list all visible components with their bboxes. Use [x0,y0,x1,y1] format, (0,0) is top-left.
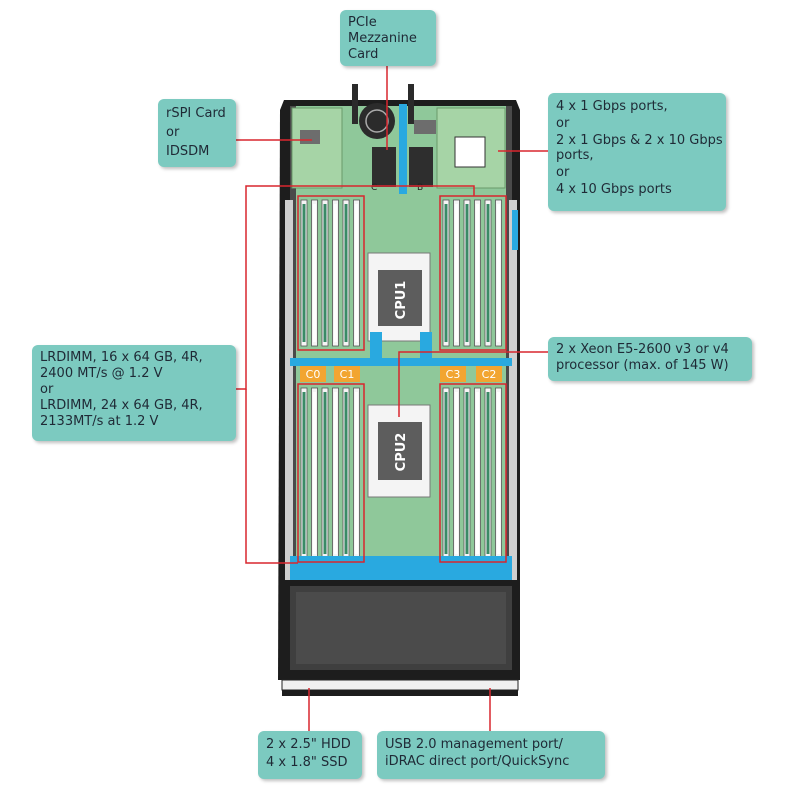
dimm-slot-contact [355,204,358,342]
dell-logo-badge [359,103,395,139]
channel-c0-badge [300,366,326,382]
callout-memory: LRDIMM, 16 x 64 GB, 4R, 2400 MT/s @ 1.2 … [32,345,236,441]
channel-c0-label: C0 [306,368,321,381]
cpu1-socket [378,270,422,326]
leader-memory-bottom [245,389,298,564]
callout-network-line-6: 4 x 10 Gbps ports [556,182,672,197]
callout-network-line-4: ports, [556,148,594,163]
callout-processor-line-2: processor (max. of 145 W) [556,358,729,373]
mezz-handle-right [408,84,414,124]
dimm-slot-contact [465,392,469,554]
mezz-handle-left [352,84,358,124]
mezz-blue-bar [399,104,407,194]
dimm-slot-contact [344,392,348,554]
channel-c1-badge [334,366,360,382]
drive-bay-inner [296,592,506,664]
callout-processor: 2 x Xeon E5-2600 v3 or v4 processor (max… [548,337,752,381]
callout-usb: USB 2.0 management port/ iDRAC direct po… [377,731,605,779]
left-rail [285,200,293,580]
dimm-slot-contact [302,392,306,554]
cpu2-socket [378,422,422,480]
callout-storage-line-2: 4 x 1.8" SSD [266,755,348,770]
dimm-slot-contact [455,392,458,554]
callout-usb-line-2: iDRAC direct port/QuickSync [385,754,570,769]
dimm-outline-bl [297,383,365,563]
callout-memory-line-2: 2400 MT/s @ 1.2 V [40,366,163,381]
callout-storage: 2 x 2.5" HDD 4 x 1.8" SSD [258,731,362,779]
callout-rspi-card: rSPI Card or IDSDM [158,99,236,167]
blue-cross-center [370,332,382,362]
dimm-slot-contact [355,392,358,554]
callout-processor-line-1: 2 x Xeon E5-2600 v3 or v4 [556,342,729,357]
network-chip [454,136,486,168]
blue-cross-bar [290,358,512,366]
dimm-slot-contact [455,204,458,342]
callout-pcie-line-2: Mezzanine [348,31,417,46]
dell-logo-ring [365,109,389,133]
dimm-slot-contact [334,204,337,342]
dimm-outlines [297,195,507,563]
dimm-slot-contact [344,204,348,342]
connector-label-b: B [417,183,423,193]
callout-rspi-line-2: or [166,125,180,140]
right-rail [509,200,517,580]
callout-network-line-2: or [556,116,570,131]
dimm-slot-contact [497,392,500,554]
dimm-outline-tr [439,195,507,351]
front-panel [281,679,519,691]
dimm-slot-contact [444,392,448,554]
mezz-slot-b [409,147,433,187]
callout-memory-line-4: LRDIMM, 24 x 64 GB, 4R, [40,398,203,413]
dimm-slot-contact [313,204,316,342]
dimm-slot-contact [302,204,306,342]
rspi-chip [300,130,320,144]
callout-network-ports: 4 x 1 Gbps ports, or 2 x 1 Gbps & 2 x 10… [548,93,726,211]
mezz-slot-c [372,147,396,187]
channel-c2-badge [476,366,502,382]
front-panel-bar [282,690,518,696]
right-rail-tab [512,210,518,250]
cpu1-label: CPU1 [394,281,409,320]
channel-c3-badge [440,366,466,382]
dimm-slot-contact [486,204,490,342]
network-port [414,120,436,134]
blue-bottom-bar [290,556,512,580]
callout-pcie-line-1: PCIe [348,15,377,30]
channel-c1-label: C1 [340,368,355,381]
dimm-slot-contact [497,204,500,342]
callout-network-line-3: 2 x 1 Gbps & 2 x 10 Gbps [556,133,723,148]
callout-memory-line-5: 2133MT/s at 1.2 V [40,414,159,429]
blue-cross-center-2 [420,332,432,362]
leader-memory [236,185,475,390]
callout-pcie-mezzanine: PCIe Mezzanine Card [340,10,436,66]
dimm-outline-br [439,383,507,563]
rspi-card [291,107,343,189]
dimm-slot-contact [334,392,337,554]
dimm-slot-contact [486,392,490,554]
callout-memory-line-1: LRDIMM, 16 x 64 GB, 4R, [40,350,203,365]
callout-usb-line-1: USB 2.0 management port/ [385,737,563,752]
dimm-slot-contact [476,392,479,554]
dimm-outline-tl [297,195,365,351]
leader-lines [236,62,551,731]
dimm-slot-contact [313,392,316,554]
callout-pcie-line-3: Card [348,47,379,62]
channel-c2-label: C2 [482,368,497,381]
callout-memory-line-3: or [40,382,54,397]
dimm-slot-contact [444,204,448,342]
cpu2-label: CPU2 [394,433,409,472]
callout-rspi-line-3: IDSDM [166,144,210,159]
dimm-slot-contact [323,392,327,554]
callout-network-line-1: 4 x 1 Gbps ports, [556,99,668,114]
dimm-slot-contact [323,204,327,342]
dimm-slot-contact [476,204,479,342]
callout-rspi-line-1: rSPI Card [166,106,226,121]
channel-c3-label: C3 [446,368,461,381]
leader-processor [398,351,548,417]
callout-storage-line-1: 2 x 2.5" HDD [266,737,351,752]
connector-label-c: C [371,183,377,193]
callout-network-line-5: or [556,165,570,180]
dimm-slot-contact [465,204,469,342]
